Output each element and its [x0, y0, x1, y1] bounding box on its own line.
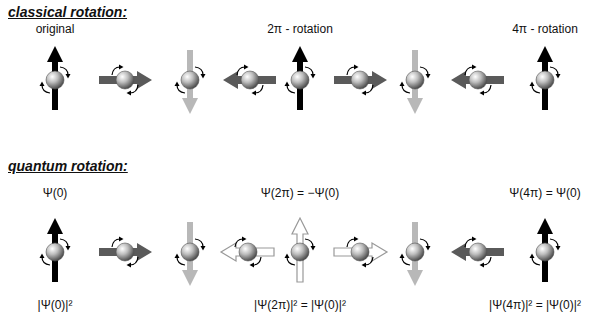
spin-ball: [291, 71, 309, 89]
spin-right: [99, 65, 152, 96]
rotation-mark: [112, 65, 138, 96]
rotation-mark: [237, 65, 263, 96]
section-heading: quantum rotation:: [8, 158, 128, 174]
rotation-mark: [347, 65, 373, 96]
spin-ball: [536, 71, 554, 89]
spin-right: [334, 65, 387, 96]
spin-ball: [406, 71, 424, 89]
spin-arrow: [451, 71, 504, 89]
probability-label: |Ψ(2π)|² = |Ψ(0)|²: [254, 298, 346, 312]
spin-arrow: [221, 243, 274, 261]
state-label: 2π - rotation: [267, 22, 333, 36]
spin-ball: [536, 243, 554, 261]
spin-ball: [46, 71, 64, 89]
spin-ball: [406, 243, 424, 261]
spin-down: [400, 222, 431, 286]
rotation-mark: [40, 67, 71, 93]
spin-ball: [116, 243, 134, 261]
spin-arrow: [292, 218, 308, 282]
rotation-mark: [465, 65, 491, 96]
spin-arrow: [407, 222, 423, 286]
rotation-mark: [530, 67, 561, 93]
wavefunction-label: Ψ(4π) = Ψ(0): [509, 186, 580, 200]
spin-right-phase: [334, 237, 387, 268]
spin-arrow: [47, 218, 63, 282]
rotation-mark: [285, 239, 316, 265]
rotation-mark: [40, 239, 71, 265]
spin-ball: [469, 71, 487, 89]
rotation-mark: [175, 67, 206, 93]
spin-arrow: [334, 71, 387, 89]
spin-ball: [116, 71, 134, 89]
wavefunction-label: Ψ(0): [43, 186, 68, 200]
rotation-mark: [465, 237, 491, 268]
state-label: original: [36, 22, 75, 36]
section-heading: classical rotation:: [8, 4, 127, 20]
spin-up: [40, 46, 71, 110]
state-label: 4π - rotation: [512, 22, 578, 36]
rotation-mark: [112, 237, 138, 268]
spin-ball: [181, 71, 199, 89]
spin-ball: [291, 243, 309, 261]
spin-ball: [351, 71, 369, 89]
spin-arrow: [223, 71, 276, 89]
spin-down: [400, 50, 431, 114]
spin-right: [99, 237, 152, 268]
spin-down: [175, 50, 206, 114]
rotation-mark: [400, 239, 431, 265]
spin-ball: [469, 243, 487, 261]
rotation-mark: [530, 239, 561, 265]
spin-arrow: [537, 218, 553, 282]
probability-label: |Ψ(4π)|² = |Ψ(0)|²: [489, 298, 581, 312]
rotation-mark: [235, 237, 261, 268]
spin-ball: [239, 243, 257, 261]
spin-ball: [46, 243, 64, 261]
spin-arrow: [334, 243, 387, 261]
rotation-mark: [347, 237, 373, 268]
wavefunction-label: Ψ(2π) = −Ψ(0): [261, 186, 339, 200]
spin-arrow: [182, 222, 198, 286]
spin-up-phase: [285, 218, 316, 282]
spin-left: [451, 237, 504, 268]
spin-arrow: [99, 71, 152, 89]
spin-ball: [241, 71, 259, 89]
spin-up: [40, 218, 71, 282]
spin-down: [175, 222, 206, 286]
spin-arrow: [182, 50, 198, 114]
spin-ball: [181, 243, 199, 261]
rotation-mark: [400, 67, 431, 93]
rotation-mark: [175, 239, 206, 265]
spin-up: [530, 218, 561, 282]
spin-up: [285, 46, 316, 110]
spin-left: [223, 65, 276, 96]
spin-arrow: [99, 243, 152, 261]
spin-left-phase: [221, 237, 274, 268]
spin-arrow: [407, 50, 423, 114]
spin-arrow: [451, 243, 504, 261]
spin-left: [451, 65, 504, 96]
spin-ball: [351, 243, 369, 261]
rotation-mark: [285, 67, 316, 93]
spin-arrow: [537, 46, 553, 110]
spin-up: [530, 46, 561, 110]
spin-arrow: [292, 46, 308, 110]
probability-label: |Ψ(0)|²: [38, 298, 73, 312]
spin-arrow: [47, 46, 63, 110]
